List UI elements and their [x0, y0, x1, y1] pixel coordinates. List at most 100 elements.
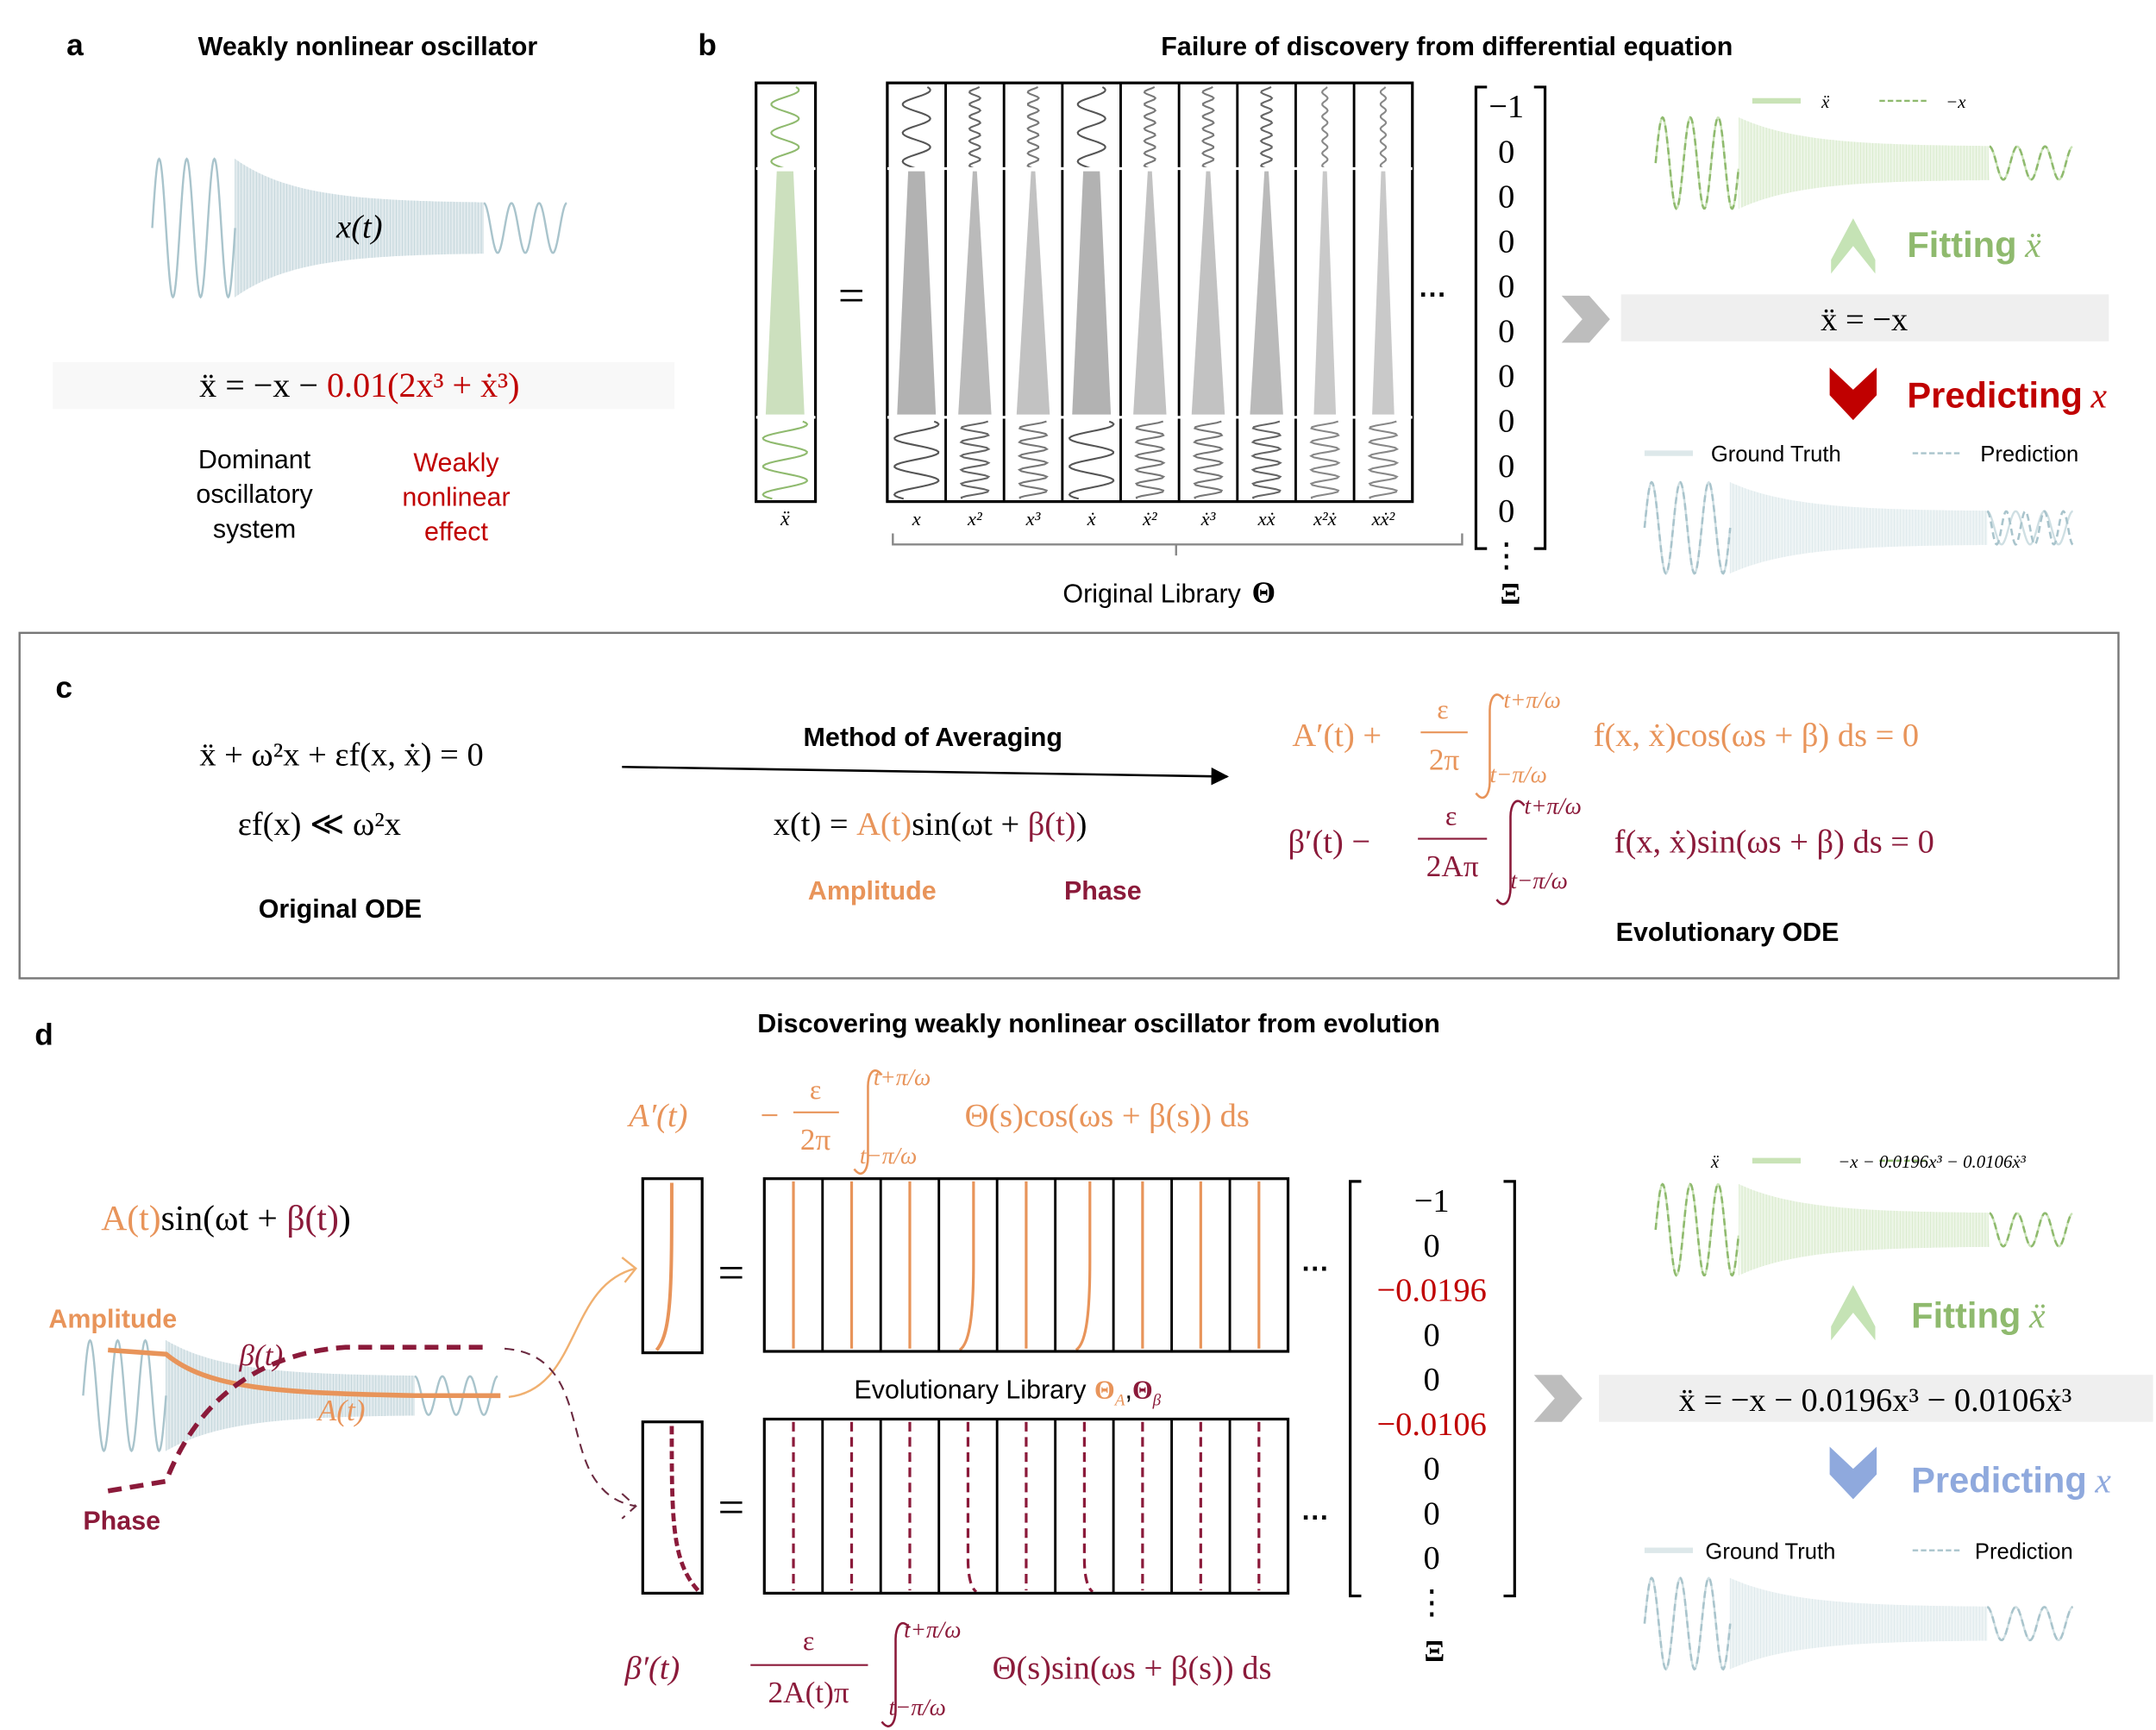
integral-sign: [1495, 799, 1526, 906]
svg-text:2A(t)π: 2A(t)π: [768, 1676, 849, 1709]
wave-right-segment: [414, 1375, 498, 1416]
library-column-label: ẋ²: [1142, 508, 1158, 530]
library-symbol: Θ: [1252, 576, 1275, 610]
panel-a: a Weakly nonlinear oscillator x(t) ẍ = −…: [53, 28, 675, 546]
wave-left-segment: [82, 1338, 167, 1453]
coefficient-value: 0: [1498, 223, 1514, 260]
fit-waveform: [1654, 116, 2073, 210]
library-signal-bottom: [1017, 420, 1050, 499]
coefficient-value: 0: [1424, 1317, 1440, 1353]
library-trajectory: [966, 1421, 978, 1594]
library-signal-top: [1259, 85, 1274, 170]
wave-overlay-dashed: [1654, 1182, 1740, 1277]
svg-text:Θ(s)sin(ωs + β(s)) ds: Θ(s)sin(ωs + β(s)) ds: [993, 1651, 1272, 1687]
library-signal-bottom: [761, 420, 809, 500]
library-signal-top: [1201, 85, 1215, 170]
library-column: ẋ: [1061, 83, 1115, 530]
panel-c-frame: [18, 631, 2120, 980]
phase-derivative-curve: [669, 1426, 700, 1592]
fit-legend-series2: −x − 0.0196x³ − 0.0106ẋ³: [1838, 1151, 2026, 1172]
evolutionary-ode-caption: Evolutionary ODE: [1616, 918, 1839, 947]
fit-legend-series1: ẍ: [1821, 91, 1830, 112]
svg-text:t+π/ω: t+π/ω: [874, 1064, 931, 1090]
nonlinear-label-line: Weakly: [413, 448, 499, 477]
coefficient-value: 0: [1498, 404, 1514, 440]
equation-background: [53, 361, 675, 410]
prediction-waveform: [1643, 480, 2074, 575]
fit-waveform: [1654, 1182, 2073, 1277]
prediction-waveform: [1643, 1576, 2073, 1671]
discovered-equation: ẍ = −x: [1821, 302, 1908, 338]
nonlinear-label-line: nonlinear: [402, 482, 510, 511]
left-bracket: [1474, 85, 1488, 550]
integral-sign: [853, 1069, 883, 1175]
dominant-label-line: oscillatory: [196, 480, 313, 509]
library-signal-top: [1026, 85, 1040, 170]
waveform-label: x(t): [335, 210, 382, 246]
library-signal-top: [1076, 86, 1106, 170]
chevron-right-icon: [1561, 295, 1610, 343]
svg-text:ε: ε: [803, 1625, 814, 1656]
coefficient-value: 0: [1498, 179, 1514, 215]
library-frame: [886, 81, 1414, 504]
library-column-label: xẋ: [1257, 508, 1275, 530]
library-column-label: x²: [967, 508, 983, 530]
panel-b: b Failure of discovery from differential…: [698, 28, 2109, 611]
coefficient-value: −0.0106: [1376, 1407, 1486, 1443]
right-bracket: [1533, 85, 1547, 550]
oscillator-equation: ẍ = −x − 0.01(2x³ + ẋ³): [199, 366, 519, 404]
equation-nonlinear-part: 0.01(2x³ + ẋ³): [327, 366, 519, 404]
library-signal-top: [770, 86, 800, 170]
wave-overlay-dashed: [1989, 145, 2073, 181]
discovered-equation: ẍ = −x − 0.0196x³ − 0.0106ẋ³: [1679, 1382, 2072, 1419]
amplitude-curve: [108, 1347, 501, 1399]
library-column-label: x²ẋ: [1313, 508, 1337, 530]
oscillator-waveform: [151, 157, 567, 299]
phase-label: Phase: [1064, 876, 1142, 906]
panel-d-title: Discovering weakly nonlinear oscillator …: [757, 1009, 1440, 1038]
discovered-equation-box: [1620, 294, 2109, 342]
panel-c-label: c: [55, 671, 72, 705]
coefficient-value: 0: [1424, 1362, 1440, 1398]
library-ellipsis: ···: [1302, 1253, 1330, 1284]
averaging-arrow: [622, 765, 1230, 786]
library-signal-middle: [1372, 171, 1395, 415]
wave-dense-region: [1730, 1577, 1988, 1670]
svg-text:t−π/ω: t−π/ω: [888, 1694, 945, 1720]
svg-text:2π: 2π: [800, 1123, 831, 1156]
library-signal-middle: [1250, 171, 1283, 415]
coefficient-symbol: Ξ: [1501, 577, 1521, 611]
library-column: ẋ³: [1177, 83, 1225, 530]
library-column: ẋ²: [1119, 83, 1167, 530]
original-ode-caption: Original ODE: [259, 894, 422, 924]
up-arrow-icon: [1831, 1285, 1876, 1341]
wave-overlay-dashed: [1643, 480, 1732, 575]
coefficient-value: 0: [1424, 1228, 1440, 1264]
svg-text:t+π/ω: t+π/ω: [1525, 793, 1582, 819]
library-signal-top: [1320, 86, 1329, 170]
coefficient-value: −0.0196: [1376, 1273, 1486, 1309]
phase-curve: [107, 1345, 485, 1494]
svg-text:β′(t) −: β′(t) −: [1288, 824, 1371, 861]
coefficient-value: 0: [1498, 448, 1514, 485]
coefficient-value: ⋮: [1415, 1585, 1448, 1621]
library-signal-bottom: [1250, 420, 1282, 499]
amplitude-label: Amplitude: [808, 876, 937, 906]
original-ode-equation: ẍ + ω²x + εf(x, ẋ) = 0: [199, 737, 483, 774]
amplitude-derivative-curve: [655, 1182, 674, 1351]
coefficient-value: 0: [1498, 314, 1514, 350]
wave-dense-region: [1739, 117, 1990, 209]
amplitude-target-column: [641, 1177, 704, 1355]
discovered-equation-box: [1599, 1375, 2153, 1422]
library-ellipsis: ···: [1302, 1501, 1330, 1533]
panel-a-title: Weakly nonlinear oscillator: [198, 32, 538, 61]
wave-dense-hatch: [235, 159, 482, 298]
library-trajectory: [1082, 1421, 1094, 1594]
library-column: x²ẋ: [1294, 83, 1341, 530]
library-signal-top: [968, 85, 982, 170]
